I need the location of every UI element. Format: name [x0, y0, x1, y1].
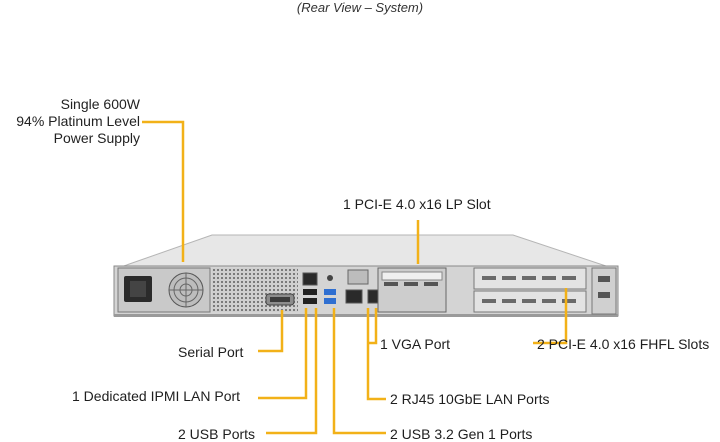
serial-port-connector	[265, 293, 295, 306]
usb32-ports-connector	[324, 289, 336, 304]
power-supply-label: Single 600W 94% Platinum Level Power Sup…	[16, 96, 140, 146]
vga-port-label: 1 VGA Port	[380, 336, 451, 352]
ipmi-lan-port-label: 1 Dedicated IPMI LAN Port	[72, 388, 241, 404]
chassis-top-panel	[117, 234, 613, 269]
pcie-lp-slot-bracket	[377, 267, 447, 313]
diagram-title: (Rear View – System)	[296, 0, 424, 15]
chassis-rear-ear	[591, 267, 617, 315]
leader-vga	[368, 308, 378, 345]
pcie-fhfl-slots-label: 2 PCI-E 4.0 x16 FHFL Slots	[537, 336, 710, 352]
leader-ipmi	[258, 308, 308, 400]
usb-ports-connector	[303, 289, 317, 304]
leader-usb	[266, 308, 318, 435]
rj45-lan-ports-label: 2 RJ45 10GbE LAN Ports	[390, 391, 550, 407]
leader-fhfl	[533, 288, 568, 345]
leader-lines	[142, 120, 568, 435]
leader-power-supply	[142, 120, 185, 262]
leader-usb32	[332, 308, 386, 435]
pcie-lp-slot-label: 1 PCI-E 4.0 x16 LP Slot	[343, 196, 491, 212]
ipmi-lan-connector	[302, 272, 318, 286]
usb-ports-label: 2 USB Ports	[178, 426, 256, 442]
usb32-ports-label: 2 USB 3.2 Gen 1 Ports	[390, 426, 533, 442]
pcie-fhfl-slot-brackets	[473, 267, 587, 313]
leader-rj45	[366, 308, 386, 401]
leader-serial	[258, 310, 284, 353]
serial-port-label: Serial Port	[178, 344, 244, 360]
power-supply-module	[117, 267, 211, 313]
